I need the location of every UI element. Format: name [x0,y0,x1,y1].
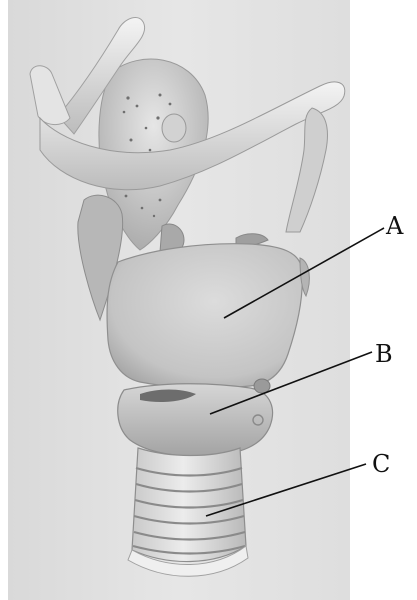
label-b: B [375,340,393,368]
thyroid-cartilage [107,244,309,388]
label-c: C [372,450,390,478]
trachea [128,448,248,576]
cricoid-cartilage [118,379,273,456]
label-a: A [385,212,404,240]
